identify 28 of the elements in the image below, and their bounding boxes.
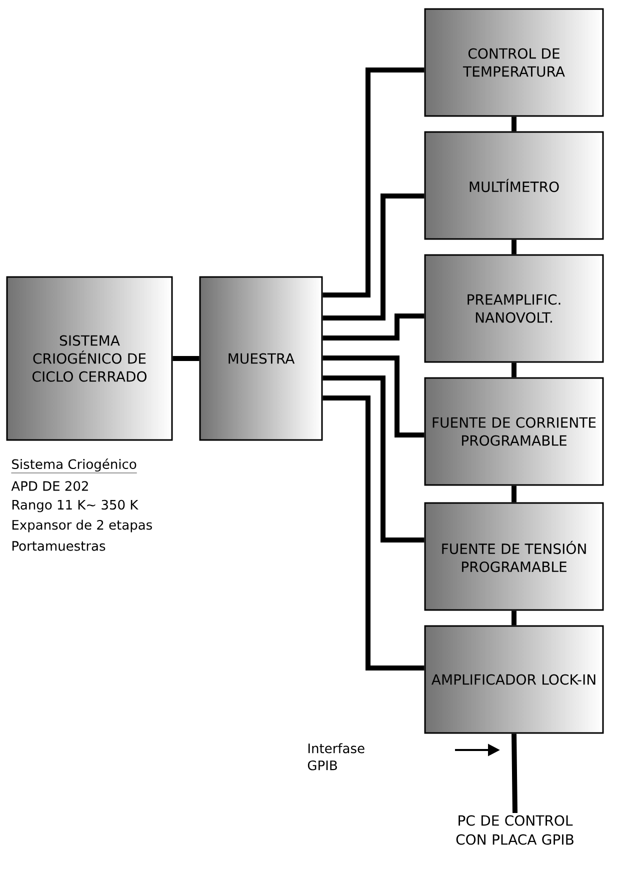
block-box: FUENTE DE TENSIÓN PROGRAMABLE xyxy=(424,502,604,611)
connector-line xyxy=(512,240,516,254)
caption-text: APD DE 202 xyxy=(11,481,88,491)
block-box: CONTROL DE TEMPERATURA xyxy=(424,8,604,117)
block-box: MUESTRA xyxy=(199,276,323,441)
note-text: Interfase GPIB xyxy=(308,743,364,770)
block-box: MULTÍMETRO xyxy=(424,131,604,240)
connector-line xyxy=(512,116,516,132)
caption-text: Portamuestras xyxy=(12,541,106,551)
connector-line xyxy=(322,356,424,438)
block-box: AMPLIFICADOR LOCK-IN xyxy=(424,625,604,734)
connector-line xyxy=(512,734,518,814)
connector-line xyxy=(512,362,516,378)
block-box: PREAMPLIFIC. NANOVOLT. xyxy=(424,254,604,363)
connector-line xyxy=(322,396,424,670)
connector-line xyxy=(322,194,424,320)
connector-line xyxy=(322,314,424,340)
caption-text: Sistema Criogénico xyxy=(11,458,138,474)
connector-line xyxy=(322,68,424,298)
node-text: PC DE CONTROL CON PLACA GPIB xyxy=(456,815,574,845)
caption-text: Expansor de 2 etapas xyxy=(12,520,152,532)
block-box: FUENTE DE CORRIENTE PROGRAMABLE xyxy=(424,377,604,486)
connector-line xyxy=(512,486,516,502)
connector-line xyxy=(172,356,200,361)
connector-line xyxy=(512,610,516,626)
block-box: SISTEMA CRIOGÉNICO DE CICLO CERRADO xyxy=(6,276,173,441)
connector-line xyxy=(322,376,424,542)
caption-text: Rango 11 K~ 350 K xyxy=(12,500,138,512)
